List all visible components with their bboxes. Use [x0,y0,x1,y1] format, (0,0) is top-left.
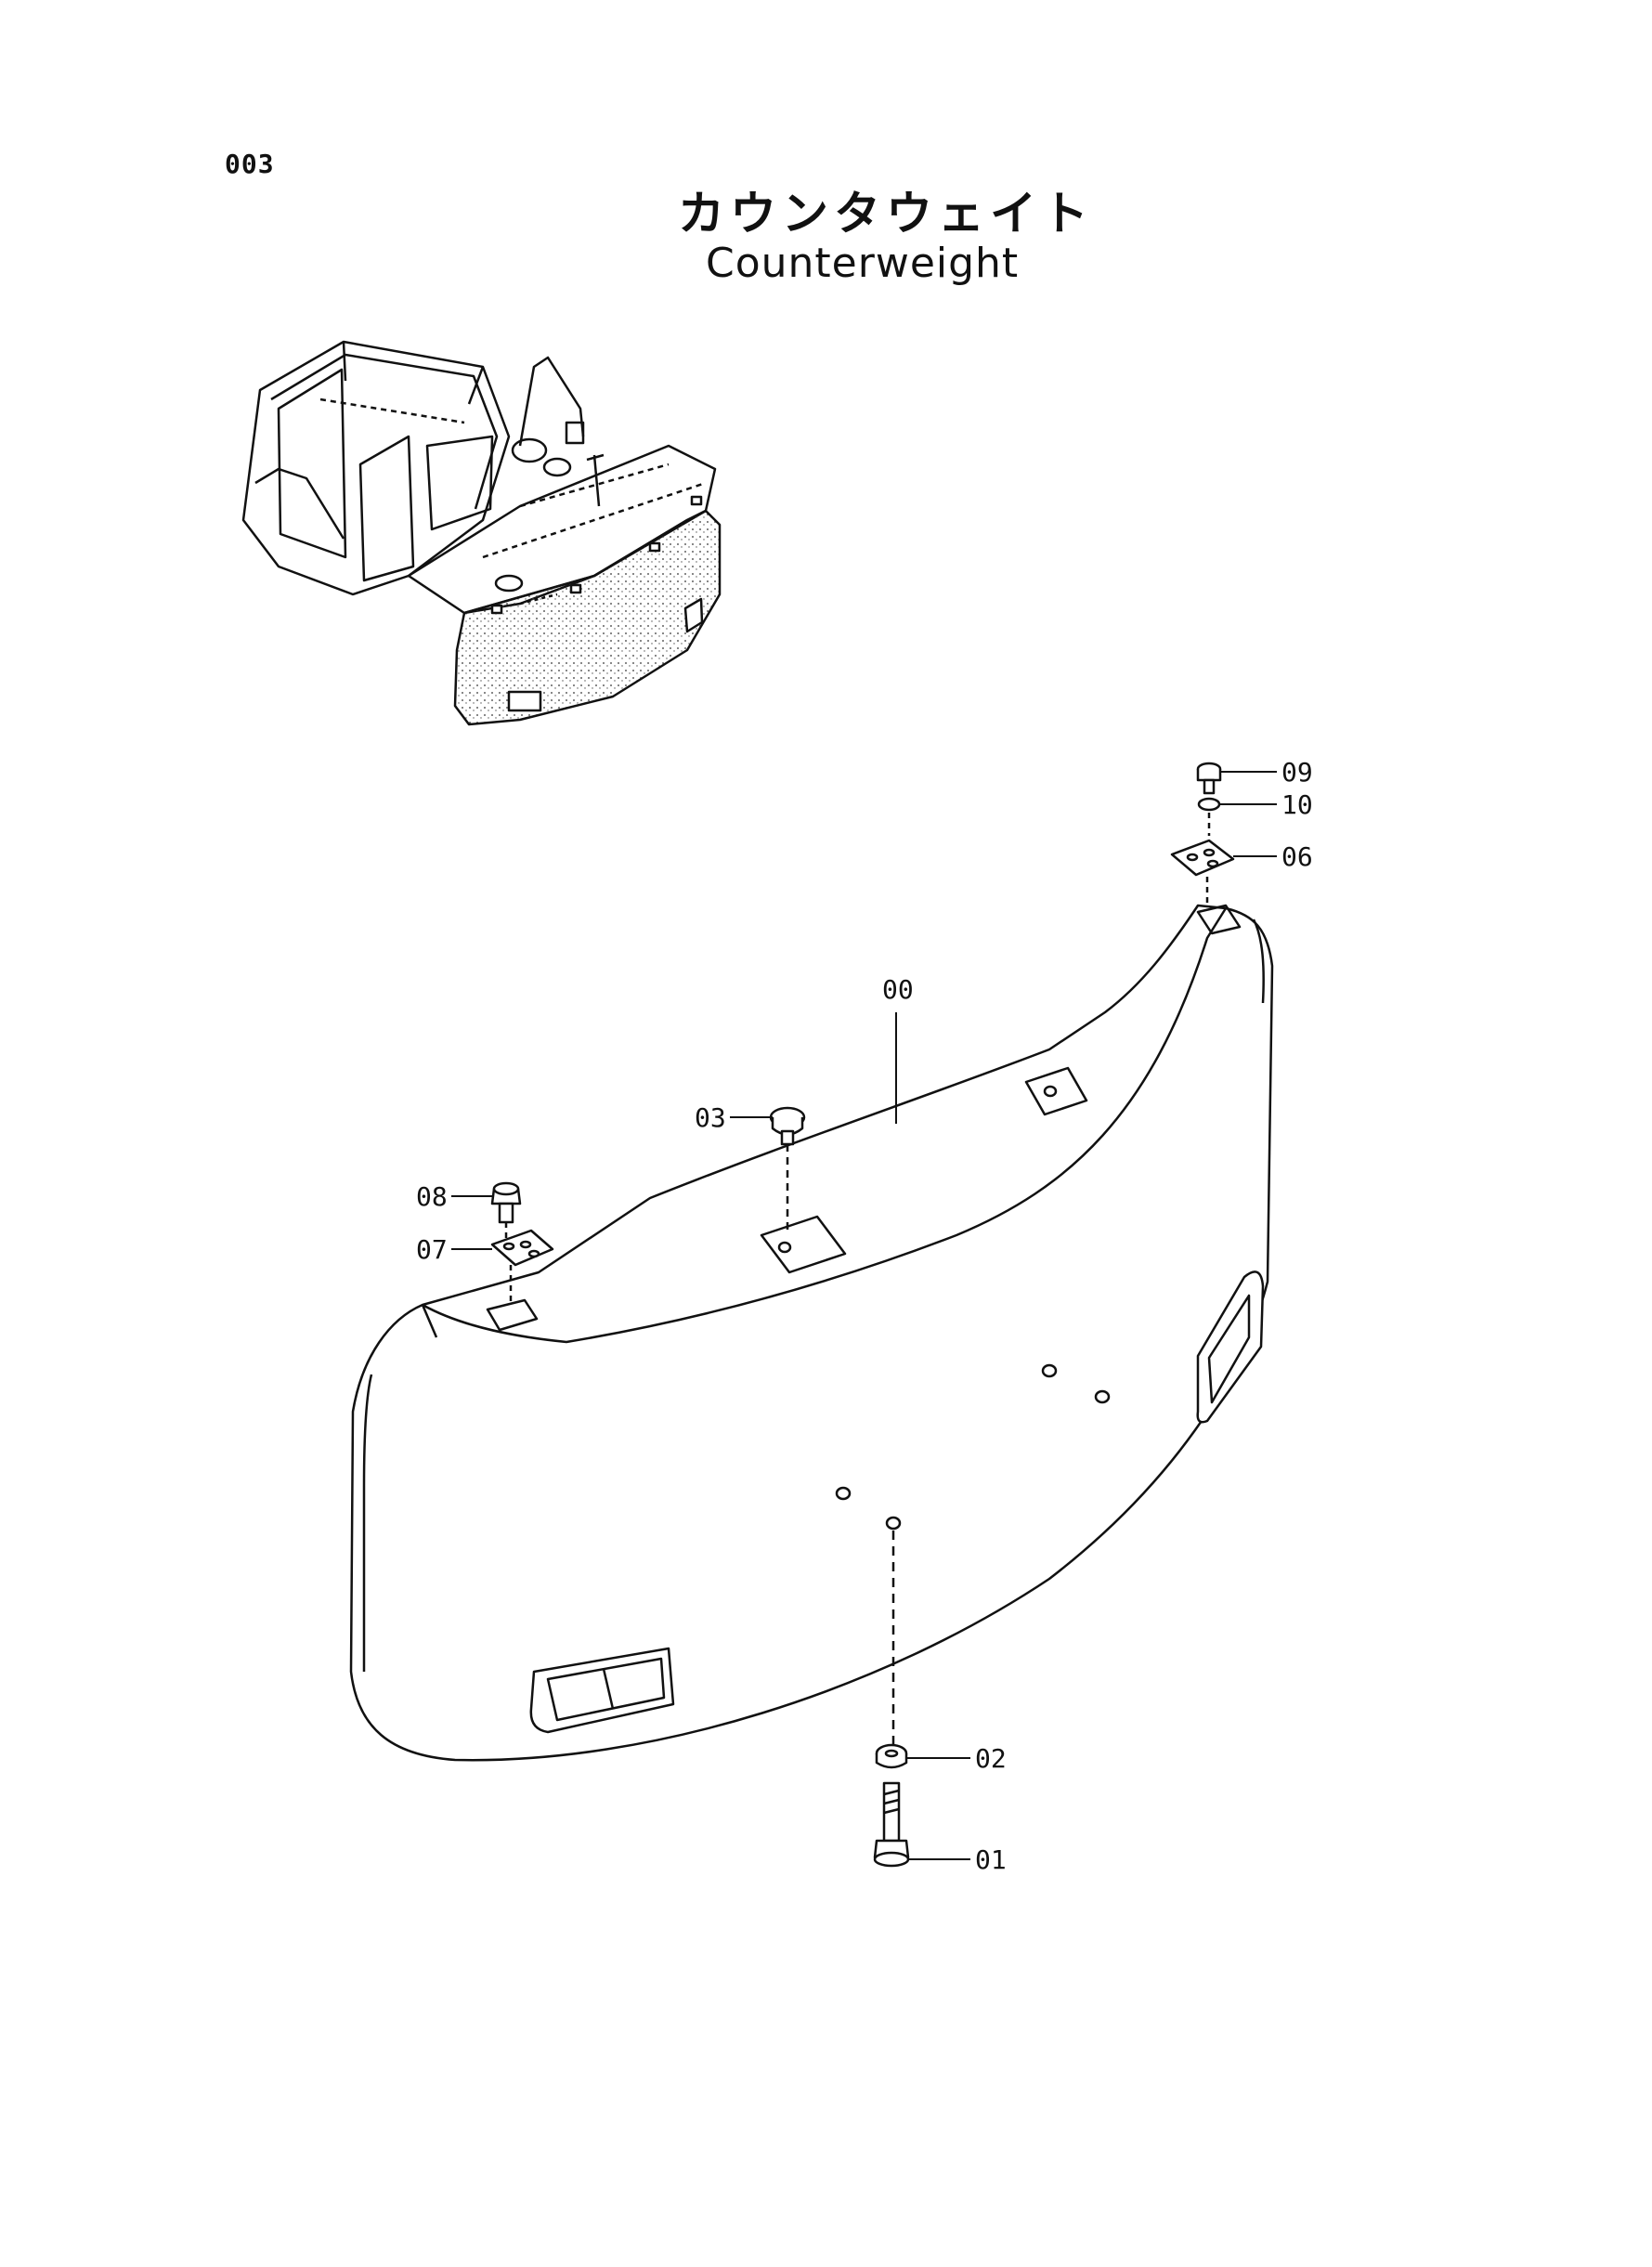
part-10-washer [1197,797,1221,812]
excavator-inset-illustration [241,340,722,726]
hardware-parts [490,762,1235,1868]
part-07-plate [490,1222,554,1302]
callout-07: 07 [416,1234,448,1265]
callout-02: 02 [975,1743,1007,1774]
title-english: Counterweight [706,240,1020,287]
callout-01: 01 [975,1844,1007,1875]
callout-06: 06 [1281,841,1313,872]
part-08-bolt [490,1181,522,1224]
callout-00: 00 [882,974,914,1005]
title-japanese: カウンタウェイト [678,187,1094,241]
callout-08: 08 [416,1181,448,1212]
part-01-bolt [873,1781,910,1868]
part-09-bolt [1196,762,1222,795]
part-02-washer [875,1743,908,1769]
counterweight-body [349,904,1274,1762]
leader-lines [451,771,1277,1860]
callout-labels: 00 01 02 03 06 07 08 09 10 [416,757,1313,1875]
part-06-plate [1170,813,1235,905]
page-number: 003 [225,149,275,179]
callout-03: 03 [695,1102,726,1133]
callout-10: 10 [1281,789,1313,820]
callout-09: 09 [1281,757,1313,788]
